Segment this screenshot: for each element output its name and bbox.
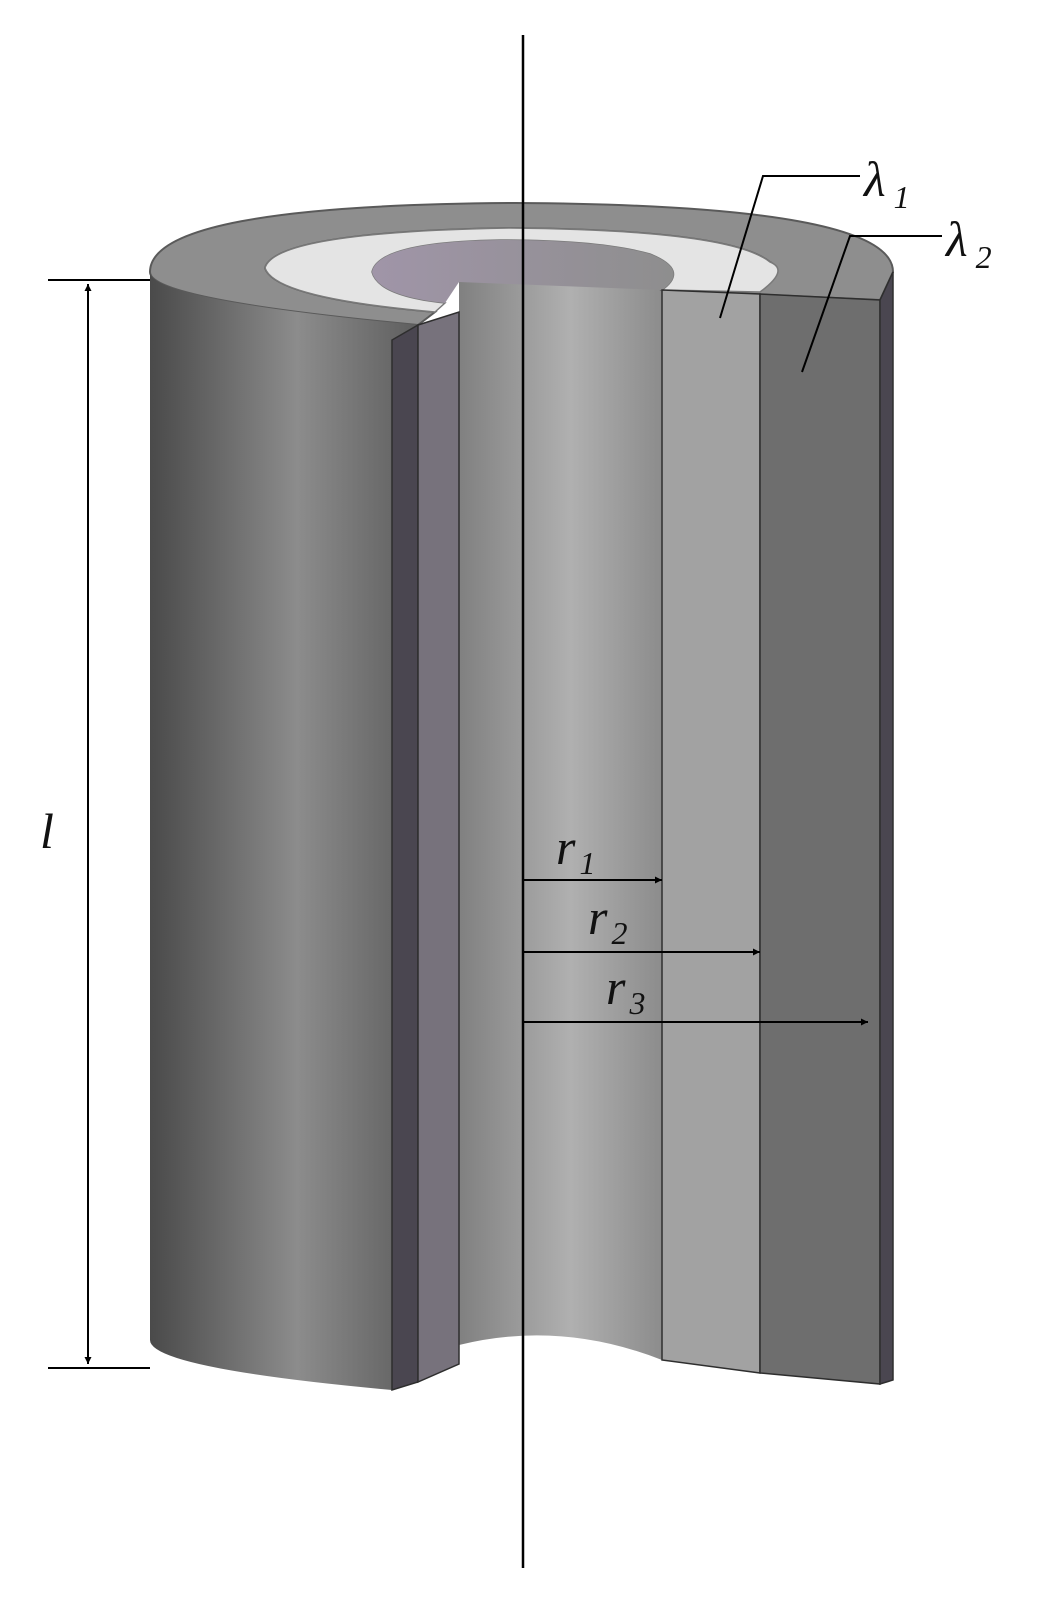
layer-1-cut-face — [661, 289, 761, 1374]
inner-bore-surface — [459, 282, 662, 1360]
outer-shell-surface — [150, 272, 418, 1390]
layer-2-cut-face — [759, 293, 881, 1385]
lambda-2-leader — [801, 235, 942, 373]
lambda-1-leader — [719, 175, 860, 319]
length-label: l — [40, 803, 54, 859]
outer-shell-right-edge — [879, 271, 894, 1386]
cut-face-left-inner — [417, 310, 460, 1384]
cut-face-left-outer — [391, 323, 419, 1392]
